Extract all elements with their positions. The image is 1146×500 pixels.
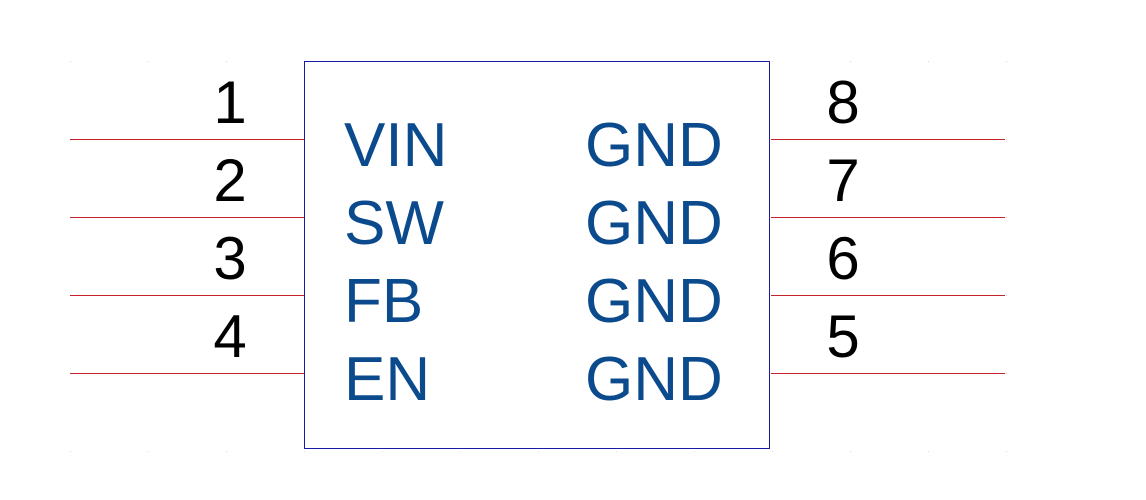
pin-5-name: GND — [585, 345, 723, 414]
grid-dot — [850, 61, 851, 62]
grid-dot — [1006, 217, 1007, 218]
pin-2-line[interactable] — [70, 217, 304, 218]
grid-dot — [772, 61, 773, 62]
grid-dot — [226, 451, 227, 452]
pin-6-number: 6 — [826, 225, 860, 292]
pin-5-number: 5 — [826, 303, 860, 370]
grid-dot — [1006, 373, 1007, 374]
grid-dot — [694, 451, 695, 452]
grid-dot — [1006, 139, 1007, 140]
pin-1-number: 1 — [213, 69, 247, 136]
pin-8-number: 8 — [826, 69, 860, 136]
grid-dot — [148, 451, 149, 452]
pin-2-number: 2 — [213, 147, 247, 214]
grid-dot — [538, 451, 539, 452]
grid-dot — [616, 451, 617, 452]
grid-dot — [304, 451, 305, 452]
pin-6-line[interactable] — [771, 295, 1005, 296]
pin-3-name: FB — [344, 267, 424, 336]
pin-1-line[interactable] — [70, 139, 304, 140]
pin-5-line[interactable] — [771, 373, 1005, 374]
pin-7-name: GND — [585, 189, 723, 258]
grid-dot — [226, 61, 227, 62]
pin-3-number: 3 — [213, 225, 247, 292]
grid-dot — [1006, 451, 1007, 452]
grid-dot — [382, 451, 383, 452]
pin-4-name: EN — [344, 345, 431, 414]
pin-4-number: 4 — [213, 303, 247, 370]
ic-body-rectangle[interactable] — [304, 61, 770, 449]
pin-8-line[interactable] — [771, 139, 1005, 140]
grid-dot — [70, 61, 71, 62]
grid-dot — [70, 451, 71, 452]
grid-dot — [1006, 61, 1007, 62]
pin-6-name: GND — [585, 267, 723, 336]
grid-dot — [148, 61, 149, 62]
pin-7-line[interactable] — [771, 217, 1005, 218]
grid-dot — [928, 451, 929, 452]
grid-dot — [460, 451, 461, 452]
grid-dot — [1006, 295, 1007, 296]
pin-8-name: GND — [585, 111, 723, 180]
pin-4-line[interactable] — [70, 373, 304, 374]
pin-7-number: 7 — [826, 147, 860, 214]
pin-1-name: VIN — [344, 111, 448, 180]
grid-dot — [850, 451, 851, 452]
pin-3-line[interactable] — [70, 295, 304, 296]
grid-dot — [928, 61, 929, 62]
grid-dot — [772, 451, 773, 452]
pin-2-name: SW — [344, 189, 444, 258]
